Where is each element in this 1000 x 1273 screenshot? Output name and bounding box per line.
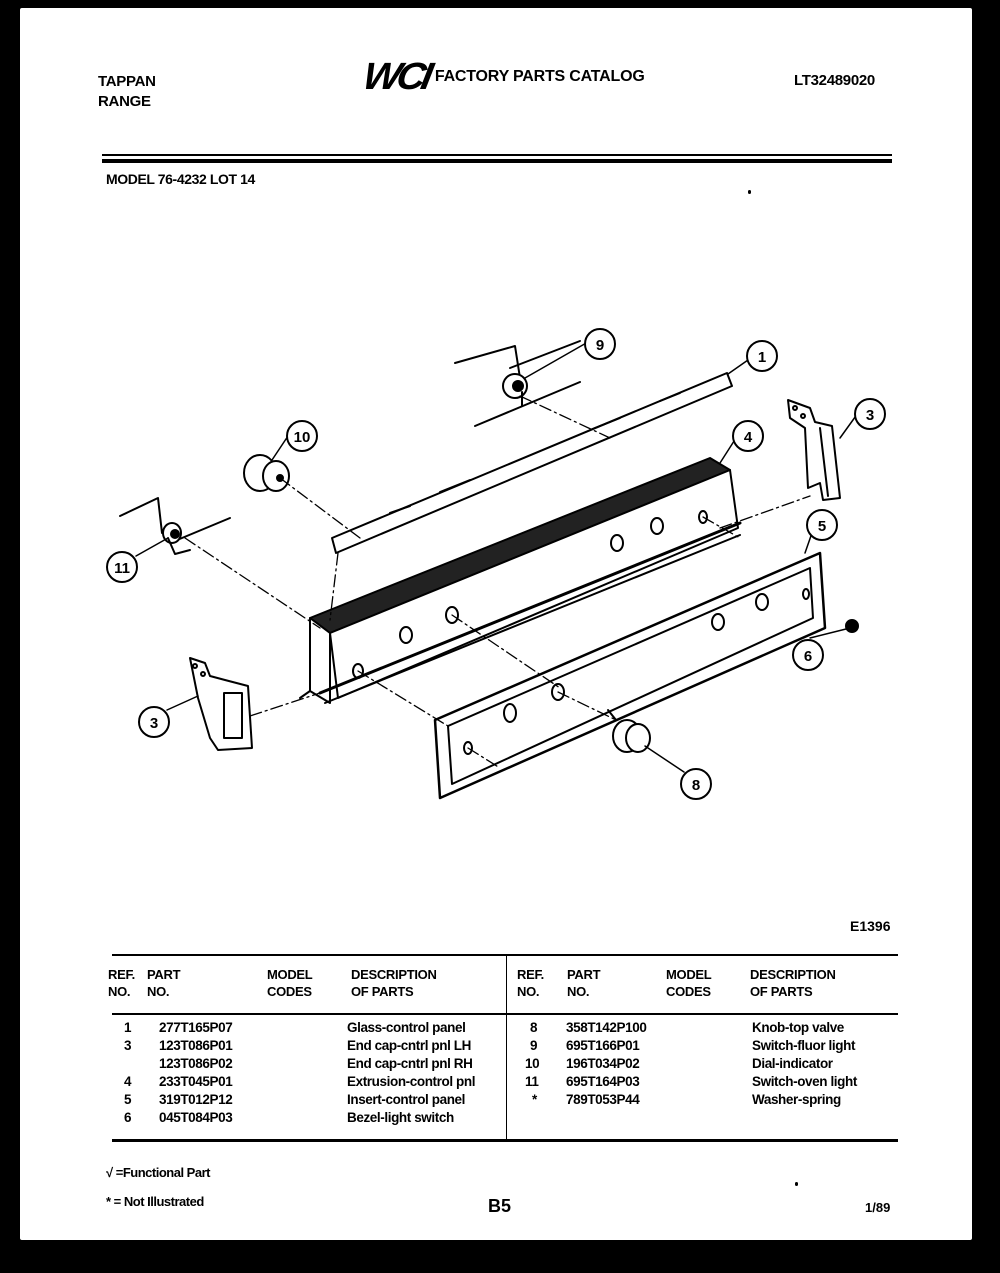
switch-oven-light-part <box>119 497 231 555</box>
header-ref-no-left: REF.NO. <box>108 967 135 999</box>
catalog-header: WCI FACTORY PARTS CATALOG <box>360 56 645 98</box>
callout-11: 11 <box>106 551 138 583</box>
callout-3-left: 3 <box>138 706 170 738</box>
svg-text:5: 5 <box>818 518 826 535</box>
product-type: RANGE <box>98 93 151 110</box>
svg-text:6: 6 <box>804 648 812 665</box>
dial-indicator-part <box>243 454 290 492</box>
callout-5: 5 <box>806 509 838 541</box>
svg-text:10: 10 <box>294 429 311 446</box>
svg-text:3: 3 <box>866 407 874 424</box>
scan-speck <box>795 1182 798 1186</box>
table-top-rule <box>112 954 898 956</box>
svg-text:1: 1 <box>758 349 766 366</box>
diagram-code: E1396 <box>850 918 891 934</box>
callout-3-right: 3 <box>854 398 886 430</box>
brand-block: TAPPAN RANGE <box>98 72 156 112</box>
svg-text:9: 9 <box>596 337 604 354</box>
header-ref-no-right: REF.NO. <box>517 967 544 999</box>
callout-6: 6 <box>792 639 824 671</box>
table-header-rule <box>112 1013 898 1015</box>
end-cap-lh-part <box>189 657 253 751</box>
insert-control-panel-part <box>433 551 827 800</box>
callout-9: 9 <box>584 328 616 360</box>
header-divider-thin <box>102 154 892 156</box>
model-number: MODEL 76-4232 LOT 14 <box>106 171 255 187</box>
end-cap-rh-part <box>787 399 841 501</box>
exploded-parts-diagram: 1 9 10 4 3 11 5 6 3 8 <box>106 328 886 800</box>
svg-text:3: 3 <box>150 715 158 732</box>
svg-text:8: 8 <box>692 777 700 794</box>
callout-10: 10 <box>286 420 318 452</box>
brand-name: TAPPAN <box>98 73 156 90</box>
svg-text:4: 4 <box>744 429 753 446</box>
svg-text:11: 11 <box>114 560 130 577</box>
callout-8: 8 <box>680 768 712 800</box>
callout-4: 4 <box>732 420 764 452</box>
glass-control-panel-part <box>331 372 733 554</box>
table-bottom-rule <box>112 1139 898 1142</box>
legend-not-illustrated: * = Not Illustrated <box>106 1194 204 1209</box>
extrusion-control-panel-part <box>299 457 742 704</box>
header-divider-thick <box>102 159 892 163</box>
callout-1: 1 <box>746 340 778 372</box>
page-number: B5 <box>488 1196 512 1216</box>
revision-date: 1/89 <box>865 1200 891 1215</box>
knob-top-valve-part <box>607 709 651 753</box>
catalog-title: FACTORY PARTS CATALOG <box>434 68 645 85</box>
table-column-divider <box>506 956 507 1140</box>
legend-functional-part: √ =Functional Part <box>106 1165 210 1180</box>
bezel-light-switch-part <box>845 619 859 633</box>
switch-fluor-light-part <box>454 340 581 427</box>
parts-catalog-page: TAPPAN RANGE WCI FACTORY PARTS CATALOG L… <box>20 8 972 1240</box>
scan-speck <box>748 190 751 194</box>
catalog-number: LT32489020 <box>794 72 875 89</box>
